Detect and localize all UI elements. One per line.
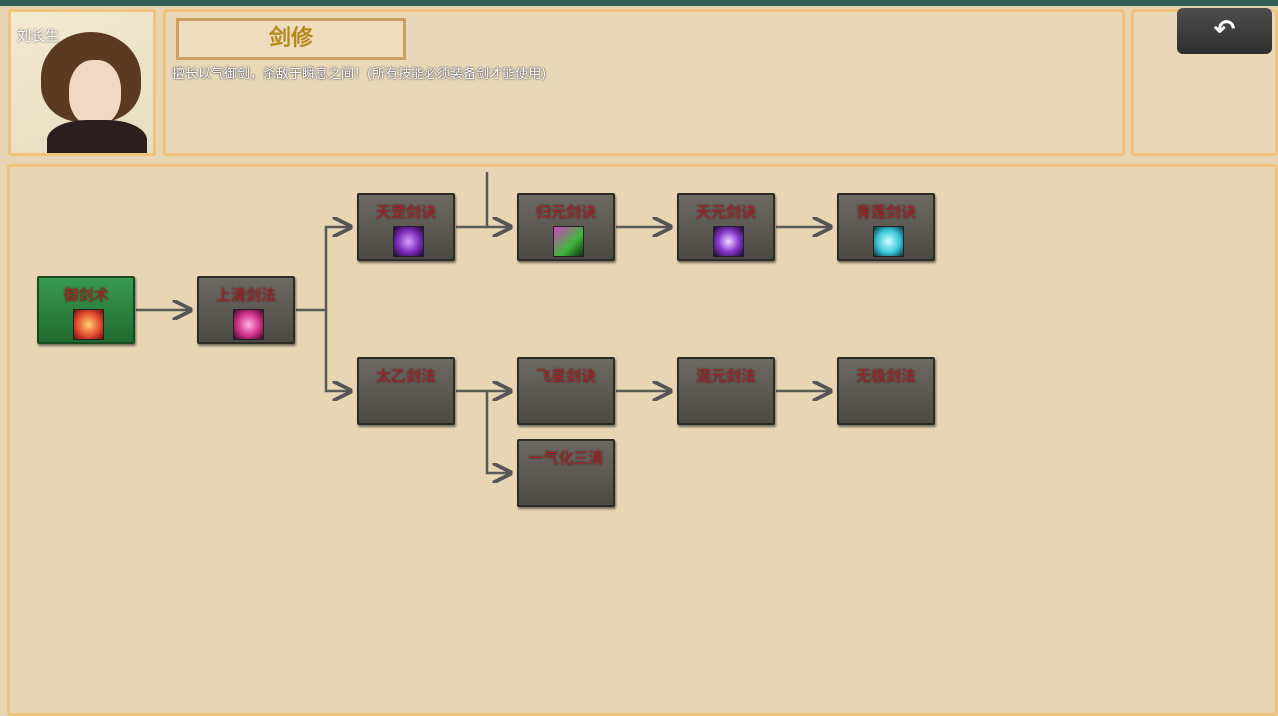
character-name: 刘长生 [17, 29, 59, 45]
cyan-lotus-icon [873, 226, 904, 257]
skill-node-tiangang[interactable]: 天罡剑诀 [357, 193, 455, 261]
skill-label: 天罡剑诀 [375, 203, 436, 221]
connector [324, 310, 350, 391]
class-info-panel: 剑修 擅长以气御剑，杀敌于瞬息之间！(所有技能必须装备剑才能使用) [163, 9, 1125, 156]
portrait-robe [47, 120, 147, 153]
skill-node-yujianshu[interactable]: 御剑术 [37, 276, 135, 344]
connector [296, 227, 350, 312]
undo-arrow-icon: ↶ [1213, 15, 1236, 45]
skill-label: 青莲剑诀 [855, 203, 916, 221]
skill-tree-panel [7, 164, 1278, 716]
back-button[interactable]: ↶ [1177, 8, 1272, 54]
yin-yang-icon [393, 226, 424, 257]
skill-label: 混元剑法 [695, 367, 756, 385]
purple-skull-icon [713, 226, 744, 257]
skill-node-tianyuan[interactable]: 天元剑诀 [677, 193, 775, 261]
skill-node-guiyuan[interactable]: 归元剑诀 [517, 193, 615, 261]
skill-label: 天元剑诀 [695, 203, 756, 221]
skill-node-qinglian[interactable]: 青莲剑诀 [837, 193, 935, 261]
skill-label: 上清剑法 [215, 286, 276, 304]
skill-node-hunyuan[interactable]: 混元剑法 [677, 357, 775, 425]
skill-label: 太乙剑法 [375, 367, 436, 385]
skill-node-wuji[interactable]: 无极剑法 [837, 357, 935, 425]
skill-label: 归元剑诀 [535, 203, 596, 221]
skill-label: 飞星剑诀 [535, 367, 596, 385]
portrait-face [69, 60, 121, 126]
class-description: 擅长以气御剑，杀敌于瞬息之间！(所有技能必须装备剑才能使用) [172, 67, 547, 82]
skill-label: 无极剑法 [855, 367, 916, 385]
green-swirl-icon [553, 226, 584, 257]
class-title: 剑修 [176, 18, 406, 60]
pink-slash-icon [233, 309, 264, 340]
skill-label: 御剑术 [63, 286, 109, 304]
skill-node-shangqing[interactable]: 上清剑法 [197, 276, 295, 344]
character-portrait: 刘长生 [8, 9, 156, 156]
skill-node-yiqi[interactable]: 一气化三清 [517, 439, 615, 507]
skill-node-feixing[interactable]: 飞星剑诀 [517, 357, 615, 425]
skill-node-taiyi[interactable]: 太乙剑法 [357, 357, 455, 425]
connector [485, 391, 510, 473]
flame-icon [73, 309, 104, 340]
skill-label: 一气化三清 [528, 449, 604, 467]
